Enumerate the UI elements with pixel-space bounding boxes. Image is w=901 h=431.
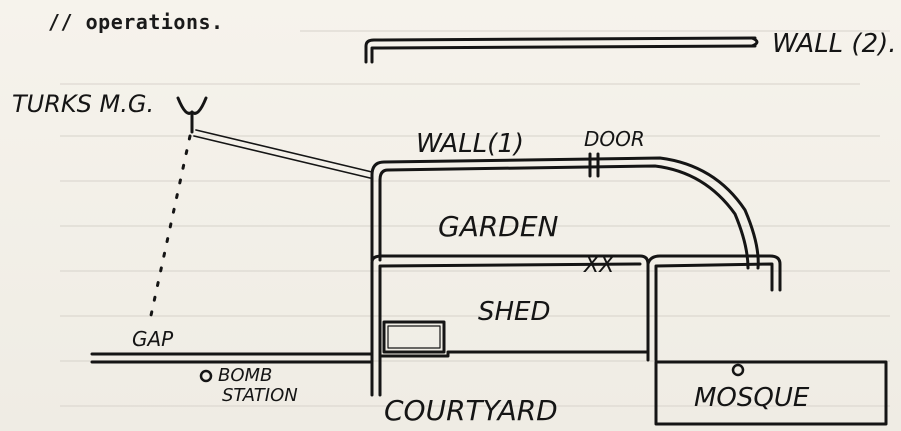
page-heading: // operations.	[48, 10, 224, 34]
label-bomb: BOMB	[218, 365, 272, 386]
label-wall-2: WALL (2).	[772, 29, 897, 59]
label-station: STATION	[222, 385, 298, 406]
wall-2-line	[364, 36, 757, 64]
wall-1-outer	[370, 156, 760, 270]
shed-box-inner	[387, 325, 441, 349]
mosque-marker	[731, 363, 745, 377]
label-turks-mg: TURKS M.G.	[12, 90, 154, 118]
label-shed: SHED	[478, 297, 551, 327]
label-mosque: MOSQUE	[694, 383, 810, 413]
shed-top-outer	[370, 254, 650, 270]
mg-symbol	[176, 96, 208, 134]
shed-box	[382, 320, 446, 354]
background-typescript	[60, 30, 890, 407]
mg-dotted-line	[148, 134, 192, 322]
shed-bottom	[378, 350, 650, 358]
mg-fire-line-lower	[193, 135, 371, 179]
label-wall-1: WALL(1)	[416, 129, 524, 159]
label-xx: XX	[583, 253, 615, 278]
right-wall-top-outer	[646, 254, 782, 292]
wall-2-line-inner	[370, 44, 757, 64]
wall-2-end	[750, 36, 759, 48]
label-door: DOOR	[584, 127, 645, 151]
right-wall-top-inner	[654, 262, 774, 292]
label-gap: GAP	[132, 327, 174, 351]
door-mark	[588, 152, 600, 178]
mg-fire-line-upper	[195, 129, 373, 173]
label-courtyard: COURTYARD	[384, 394, 558, 427]
mosque-box	[654, 360, 888, 426]
label-garden: GARDEN	[438, 210, 559, 243]
wall-1-inner	[378, 164, 750, 270]
shed-top-inner	[378, 262, 642, 276]
bomb-station-marker	[199, 369, 213, 383]
